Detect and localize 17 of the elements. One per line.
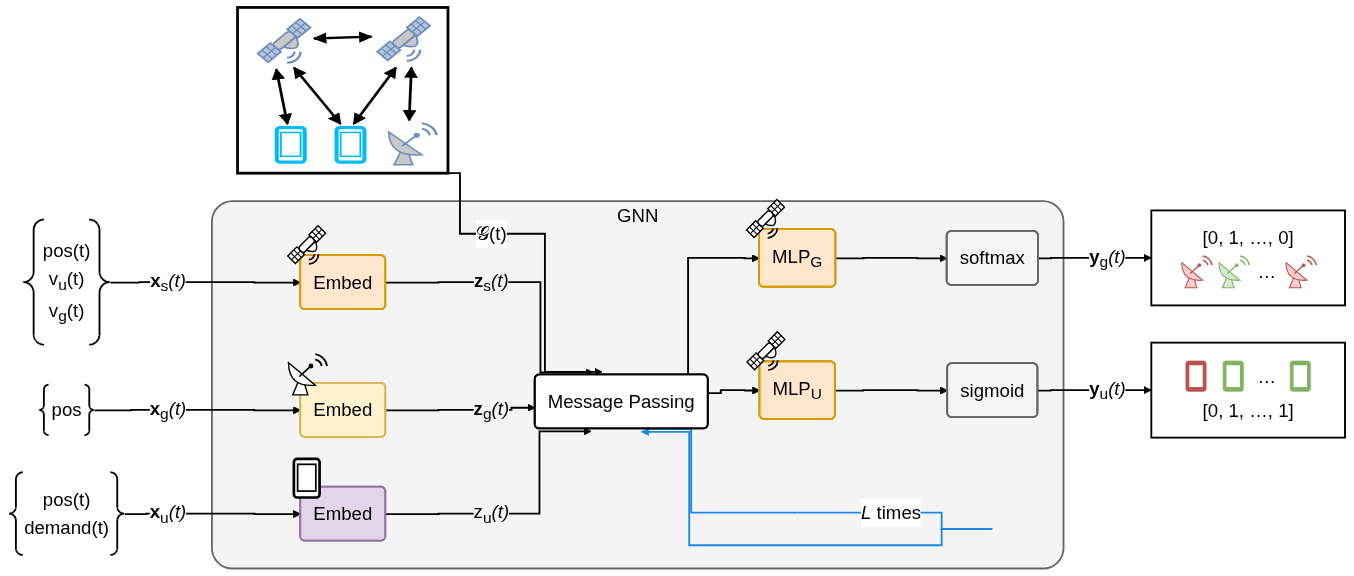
node-box: … [0, 1, …, 1] [1150,341,1346,439]
edge-label: y$_{u}$(t) [1089,378,1126,404]
node-text: pos [51,399,82,421]
node-text: pos(t) demand(t) [24,489,110,538]
edge-label: L times [861,502,922,523]
edge-label: x$_{s}$(t) [150,270,186,296]
arrow [834,386,948,395]
edge-label: z$_{g}$(t) [473,397,510,423]
node-text: pos(t) v$_{u}$(t) v$_{g}$(t) [42,240,91,325]
edge-label: z$_{s}$(t) [474,270,509,296]
edge-label: x$_{g}$(t) [149,397,187,423]
node-picture [236,6,450,175]
edge-label: 𝒢(t) [476,223,507,244]
edge-label: y$_{g}$(t) [1089,245,1126,271]
node-box: [0, 1, …, 0] … [1150,209,1346,307]
edge-label: z$_{u}$(t) [473,501,510,527]
edge-label: x$_{u}$(t) [149,501,187,527]
